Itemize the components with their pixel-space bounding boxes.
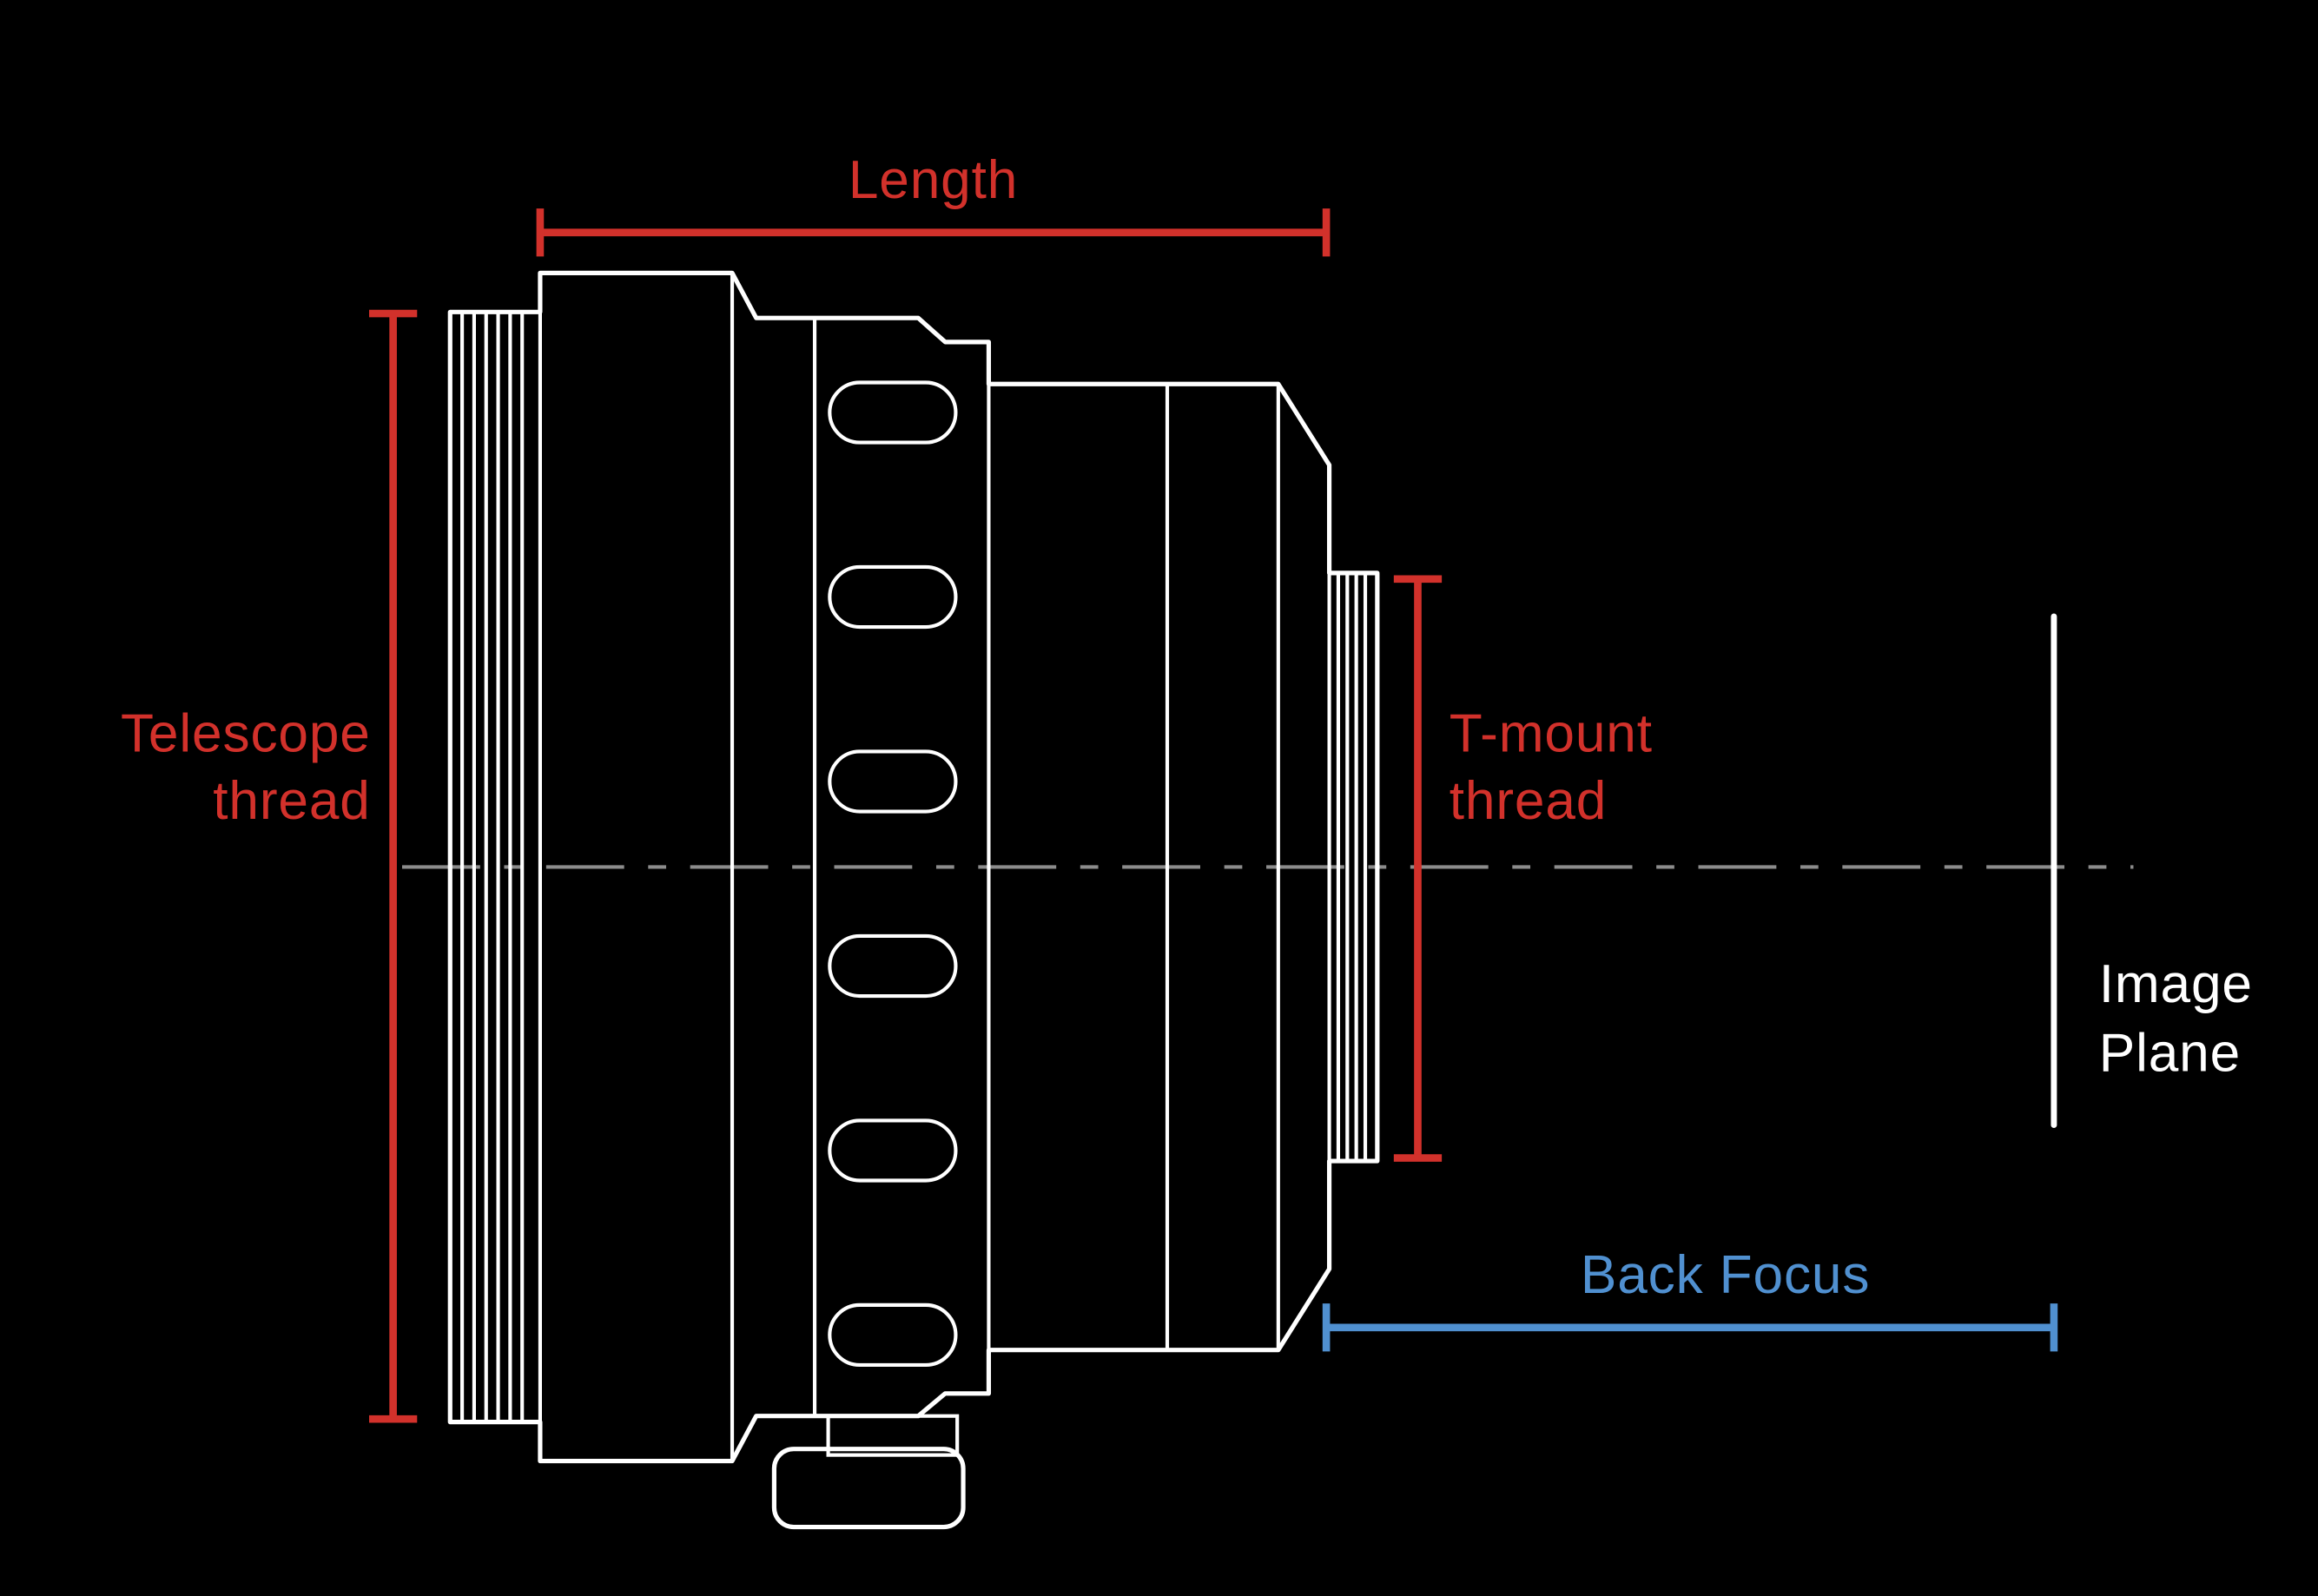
grip-slots — [828, 380, 958, 1368]
back-focus-label: Back Focus — [1581, 1245, 1870, 1305]
focus-knob — [771, 1414, 966, 1530]
grip-slot — [828, 749, 958, 814]
image-plane-label-line1: Image — [2099, 954, 2253, 1014]
telescope-thread-lines — [460, 310, 525, 1424]
back-focus-dimension: Back Focus — [1322, 1245, 2058, 1352]
t-mount-thread-dimension: T-mount thread — [1393, 575, 1653, 1162]
section-dividers — [538, 271, 1331, 1463]
knob-body — [771, 1447, 966, 1530]
length-label: Length — [849, 150, 1018, 210]
grip-slot — [828, 380, 958, 445]
image-plane-marker: Image Plane — [2051, 613, 2253, 1129]
telescope-thread-label-line1: Telescope — [121, 703, 371, 763]
t-mount-label-line1: T-mount — [1450, 703, 1653, 763]
telescope-thread-label-line2: thread — [213, 771, 370, 831]
t-mount-label-line2: thread — [1450, 771, 1607, 831]
grip-slot — [828, 1303, 958, 1368]
lens-body-outline — [447, 270, 1380, 1464]
lens-drawing — [402, 270, 2134, 1530]
length-dimension: Length — [536, 150, 1331, 257]
knob-stem — [826, 1414, 960, 1457]
grip-slot — [828, 1118, 958, 1183]
image-plane-label-line2: Plane — [2099, 1023, 2241, 1083]
grip-slot — [828, 933, 958, 999]
grip-slot — [828, 564, 958, 630]
t-mount-thread-lines — [1336, 570, 1368, 1164]
telescope-thread-dimension: Telescope thread — [121, 309, 418, 1423]
